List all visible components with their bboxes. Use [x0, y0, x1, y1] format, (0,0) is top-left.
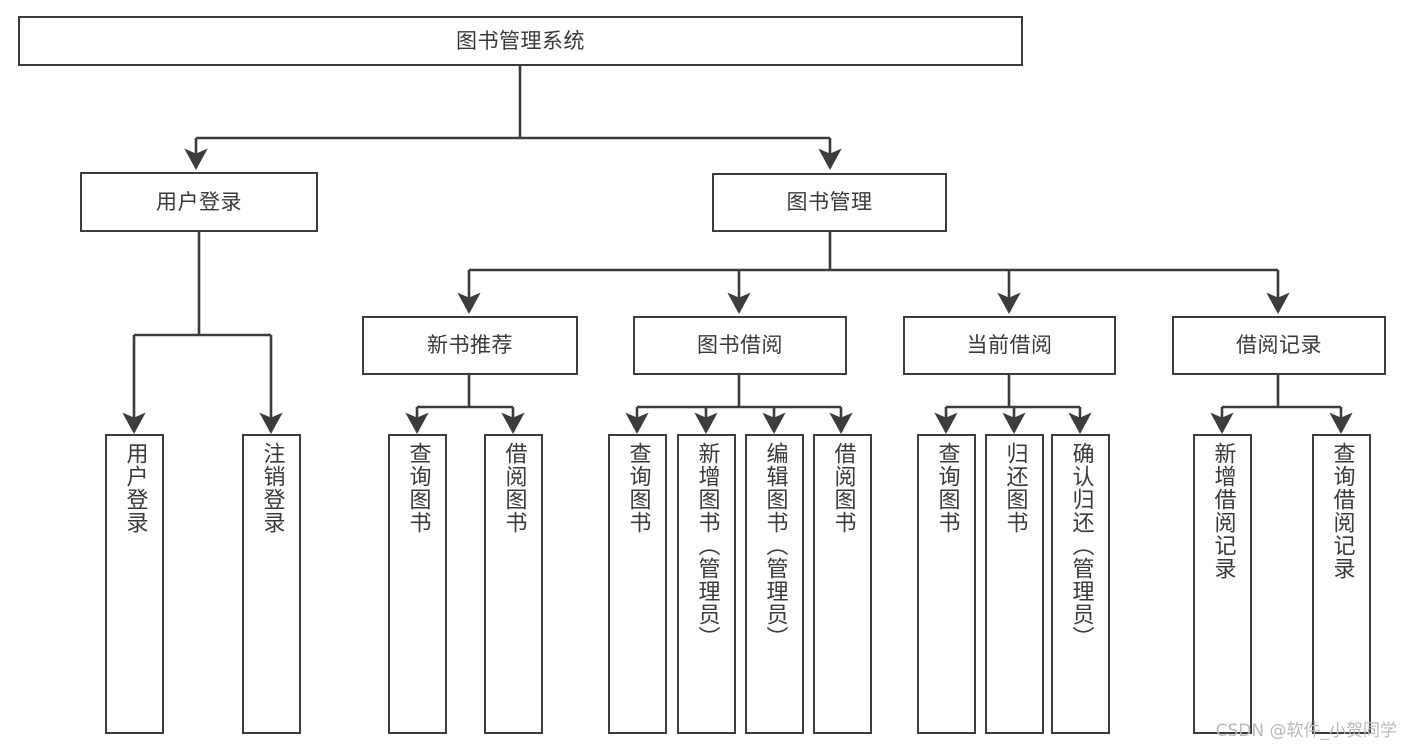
leaf-borrow-record-query[interactable]: 查询借阅记录: [1312, 434, 1371, 734]
node-label: 新书推荐: [427, 333, 513, 358]
node-label: 图书管理系统: [456, 28, 585, 53]
leaf-current-borrow-return[interactable]: 归还图书: [985, 434, 1044, 734]
leaf-current-borrow-confirm-return[interactable]: 确认归还（管理员）: [1051, 434, 1110, 734]
node-label: 注销登录: [259, 442, 285, 534]
node-label: 图书管理: [786, 190, 873, 215]
node-label: 用户登录: [156, 189, 242, 214]
node-label: 查询图书: [934, 442, 960, 534]
node-label: 编辑图书（管理员）: [762, 442, 788, 649]
node-label: 确认归还（管理员）: [1068, 442, 1094, 649]
node-label: 图书借阅: [697, 333, 783, 358]
leaf-user-login-logout[interactable]: 注销登录: [242, 434, 301, 734]
node-book-borrow[interactable]: 图书借阅: [633, 316, 847, 375]
node-label: 查询借阅记录: [1329, 442, 1355, 580]
node-borrow-record[interactable]: 借阅记录: [1172, 316, 1386, 375]
leaf-user-login-login[interactable]: 用户登录: [105, 434, 164, 734]
leaf-book-borrow-add[interactable]: 新增图书（管理员）: [677, 434, 736, 734]
node-new-book-recommend[interactable]: 新书推荐: [362, 316, 578, 375]
leaf-new-book-query[interactable]: 查询图书: [388, 434, 447, 734]
leaf-book-borrow-edit[interactable]: 编辑图书（管理员）: [745, 434, 804, 734]
node-book-management[interactable]: 图书管理: [712, 173, 947, 232]
leaf-book-borrow-query[interactable]: 查询图书: [608, 434, 667, 734]
node-label: 新增图书（管理员）: [694, 442, 720, 649]
leaf-current-borrow-query[interactable]: 查询图书: [917, 434, 976, 734]
node-label: 借阅记录: [1236, 333, 1322, 358]
node-label: 用户登录: [122, 442, 148, 534]
csdn-watermark: CSDN @软件_小贺同学: [1215, 721, 1397, 741]
node-label: 查询图书: [625, 442, 651, 534]
leaf-new-book-borrow[interactable]: 借阅图书: [484, 434, 543, 734]
node-label: 借阅图书: [501, 442, 527, 534]
leaf-book-borrow-borrow[interactable]: 借阅图书: [813, 434, 872, 734]
node-root-system[interactable]: 图书管理系统: [18, 16, 1023, 66]
node-label: 借阅图书: [830, 442, 856, 534]
node-label: 归还图书: [1002, 442, 1028, 534]
node-label: 新增借阅记录: [1210, 442, 1236, 580]
node-label: 查询图书: [405, 442, 431, 534]
node-label: 当前借阅: [966, 333, 1053, 358]
leaf-borrow-record-add[interactable]: 新增借阅记录: [1193, 434, 1252, 734]
node-user-login[interactable]: 用户登录: [80, 172, 318, 232]
node-current-borrow[interactable]: 当前借阅: [903, 316, 1116, 375]
